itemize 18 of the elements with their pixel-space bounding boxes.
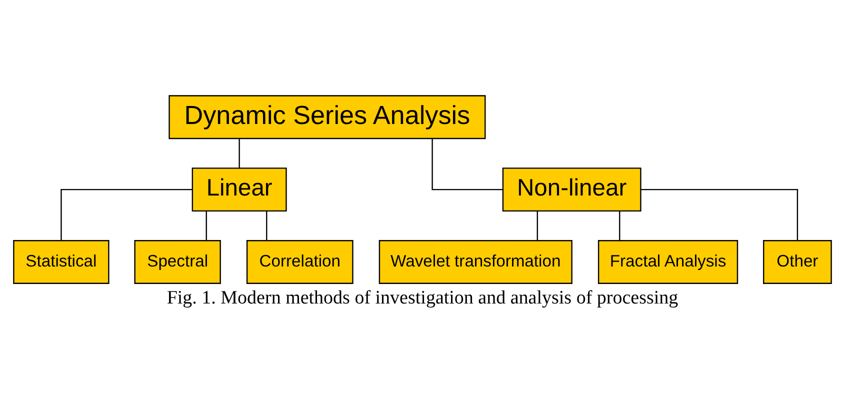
- connector: [432, 138, 503, 190]
- node-box: Dynamic Series Analysis: [168, 94, 486, 139]
- node-box: Fractal Analysis: [598, 240, 738, 284]
- connector: [206, 210, 207, 240]
- node-box: Wavelet transformation: [378, 240, 572, 284]
- connector: [266, 210, 268, 240]
- node-box: Other: [763, 240, 832, 284]
- connector: [60, 188, 192, 240]
- node-box: Statistical: [13, 240, 110, 284]
- connector: [238, 138, 240, 168]
- node-box: Linear: [192, 167, 287, 212]
- node-box: Correlation: [246, 240, 354, 284]
- connector: [619, 210, 620, 240]
- node-box: Spectral: [134, 240, 221, 284]
- caption: Fig. 1. Modern methods of investigation and analysis of processing: [166, 286, 678, 308]
- connector: [640, 188, 798, 240]
- node-box: Non-linear: [502, 167, 642, 212]
- connector: [536, 210, 538, 240]
